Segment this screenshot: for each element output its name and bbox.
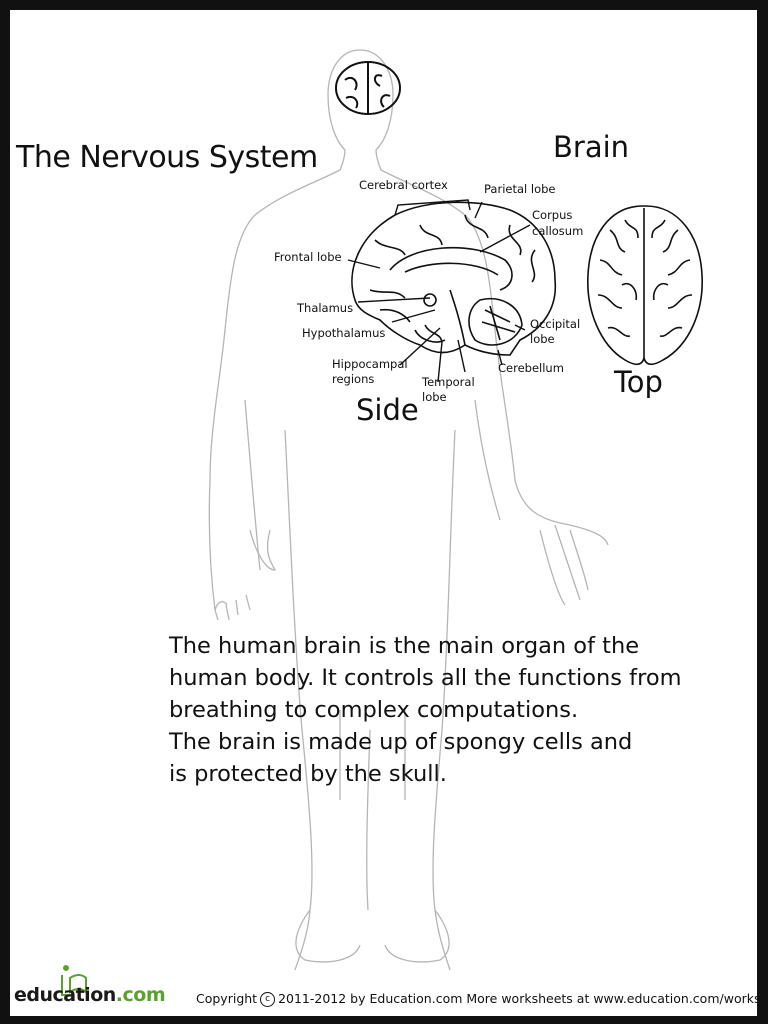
- top-brain-illustration: [587, 205, 703, 366]
- paragraph-line: The brain is made up of spongy cells and: [169, 729, 633, 755]
- brain-heading: Brain: [553, 130, 630, 164]
- side-view-label: Side: [356, 393, 419, 427]
- label-hypothalamus: Hypothalamus: [302, 326, 386, 340]
- human-body-outline: [208, 49, 609, 971]
- head-brain-icon: [335, 61, 401, 115]
- copyright-text: 2011-2012 by Education.com More workshee…: [278, 991, 757, 1006]
- page-title: The Nervous System: [16, 140, 318, 175]
- logo-suffix: .com: [115, 984, 166, 1006]
- paragraph-line: is protected by the skull.: [169, 761, 447, 787]
- label-temporal-line2: lobe: [422, 390, 447, 404]
- label-temporal-line1: Temporal: [422, 375, 475, 389]
- education-logo[interactable]: education.com: [14, 984, 166, 1006]
- label-corpus-callosum-line2: callosum: [532, 224, 584, 238]
- description-paragraph: The human brain is the main organ of the…: [169, 630, 729, 790]
- label-hippocampal-line2: regions: [332, 372, 375, 386]
- label-parietal-lobe: Parietal lobe: [484, 182, 556, 196]
- logo-name: education: [14, 984, 116, 1006]
- copyright-icon: c: [260, 992, 276, 1007]
- education-logo-icon: [61, 965, 87, 996]
- worksheet-page: The Nervous System Brain Side Top Cerebr…: [10, 10, 757, 1016]
- label-thalamus: Thalamus: [297, 301, 354, 315]
- label-hippocampal-line1: Hippocampal: [332, 357, 408, 371]
- diagram-artwork: [61, 49, 703, 996]
- top-view-label: Top: [614, 365, 663, 399]
- label-frontal-lobe: Frontal lobe: [274, 250, 342, 264]
- label-cerebellum: Cerebellum: [498, 361, 564, 375]
- label-cerebral-cortex: Cerebral cortex: [359, 178, 448, 192]
- side-brain-illustration: [351, 201, 557, 356]
- paragraph-line: The human brain is the main organ of the: [169, 633, 640, 659]
- label-occipital-line2: lobe: [530, 332, 555, 346]
- paragraph-line: human body. It controls all the function…: [169, 665, 682, 691]
- label-corpus-callosum-line1: Corpus: [532, 208, 573, 222]
- paragraph-line: breathing to complex computations.: [169, 697, 579, 723]
- label-leader-lines: [347, 199, 531, 383]
- label-occipital-line1: Occipital: [530, 317, 581, 331]
- copyright-word: Copyright: [196, 991, 258, 1006]
